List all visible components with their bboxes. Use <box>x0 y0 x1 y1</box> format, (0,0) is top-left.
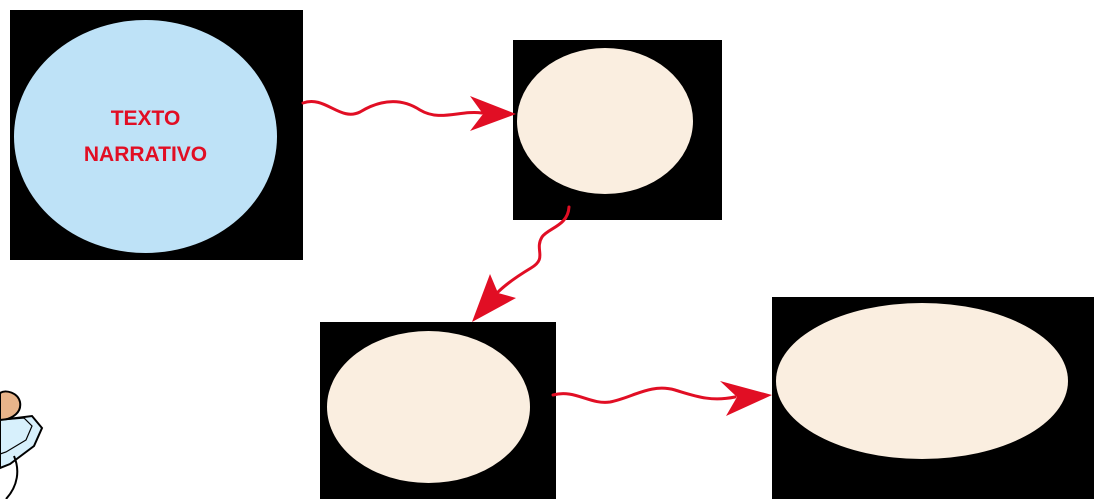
main-node-ellipse: TEXTO NARRATIVO <box>14 20 277 253</box>
node-2-ellipse <box>517 48 693 194</box>
node-3-ellipse <box>327 331 530 483</box>
wavy-arrow-icon <box>301 96 516 131</box>
reader-figure-icon <box>0 390 44 499</box>
wavy-arrow-icon <box>472 205 571 322</box>
wavy-arrow-icon <box>551 381 772 416</box>
main-node-label-line2: NARRATIVO <box>83 142 208 166</box>
node-4-ellipse <box>776 303 1068 459</box>
main-node-label-line1: TEXTO <box>110 106 181 130</box>
